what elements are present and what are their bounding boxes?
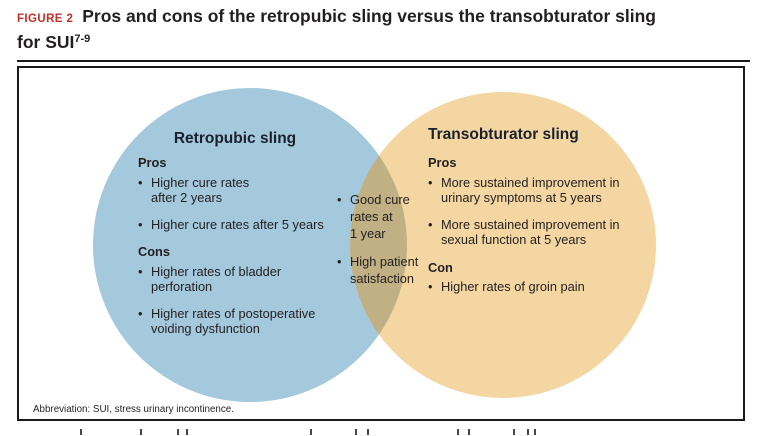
list-item: Higher rates of bladder perforation <box>138 264 376 295</box>
list-item: More sustained improvement in sexual fun… <box>428 217 668 248</box>
bullet-line: perforation <box>151 279 213 294</box>
cons-label: Cons <box>138 244 170 259</box>
bullet-line: 1 year <box>350 226 386 241</box>
bullet-line: urinary symptoms at 5 years <box>441 190 602 205</box>
pros-label: Pros <box>428 155 457 170</box>
bullet-line: Higher rates of postoperative <box>151 305 316 321</box>
overlap-content: Good cure rates at 1 year High patient s… <box>337 191 439 287</box>
bullet-line: Higher cure rates <box>151 174 250 190</box>
clipped-text-fragment <box>80 429 82 435</box>
bullet-line: sexual function at 5 years <box>441 232 587 247</box>
bullet-line: Higher cure rates after 5 years <box>151 216 324 232</box>
bullet-line: voiding dysfunction <box>151 321 260 336</box>
con-label: Con <box>428 259 453 275</box>
figure-title-line2: for SUI7-9 <box>17 31 759 54</box>
bullet-line: More sustained improvement in <box>441 216 620 232</box>
bullet-line: Good cure <box>350 192 410 207</box>
bullet-line: Higher rates of bladder <box>151 263 282 279</box>
list-item: Good cure rates at 1 year <box>337 191 439 242</box>
bullet-line: after 2 years <box>151 190 223 205</box>
bullet-line: High patient <box>350 254 419 269</box>
transobturator-content: Pros More sustained improvement in urina… <box>428 155 668 295</box>
retropubic-content: Pros Higher cure rates after 2 years Hig… <box>138 155 376 337</box>
figure-title: Pros and cons of the retropubic sling ve… <box>82 6 656 26</box>
list-item: Higher cure rates after 2 years <box>138 175 376 206</box>
figure-title-continued: for SUI <box>17 32 75 52</box>
list-item: Higher rates of groin pain <box>428 279 668 295</box>
figure-title-reference: 7-9 <box>74 33 91 45</box>
bullet-line: rates at <box>350 209 393 224</box>
bullet-line: More sustained improvement in <box>441 174 620 190</box>
retropubic-heading: Retropubic sling <box>173 130 297 147</box>
abbreviation-footnote: Abbreviation: SUI, stress urinary incont… <box>33 404 234 415</box>
transobturator-heading: Transobturator sling <box>428 126 579 143</box>
list-item: More sustained improvement in urinary sy… <box>428 175 668 206</box>
list-item: Higher rates of postoperative voiding dy… <box>138 306 376 337</box>
bullet-line: satisfaction <box>350 271 415 286</box>
figure-header: FIGURE 2 Pros and cons of the retropubic … <box>17 5 759 54</box>
figure-label: FIGURE 2 <box>17 13 74 25</box>
header-divider <box>17 60 750 62</box>
figure-box <box>17 66 745 421</box>
list-item: Higher cure rates after 5 years <box>138 217 376 233</box>
list-item: High patient satisfaction <box>337 253 439 287</box>
bullet-line: Higher rates of groin pain <box>441 279 585 294</box>
pros-label: Pros <box>138 155 167 170</box>
figure-title-line1: FIGURE 2 Pros and cons of the retropubic … <box>17 5 759 31</box>
